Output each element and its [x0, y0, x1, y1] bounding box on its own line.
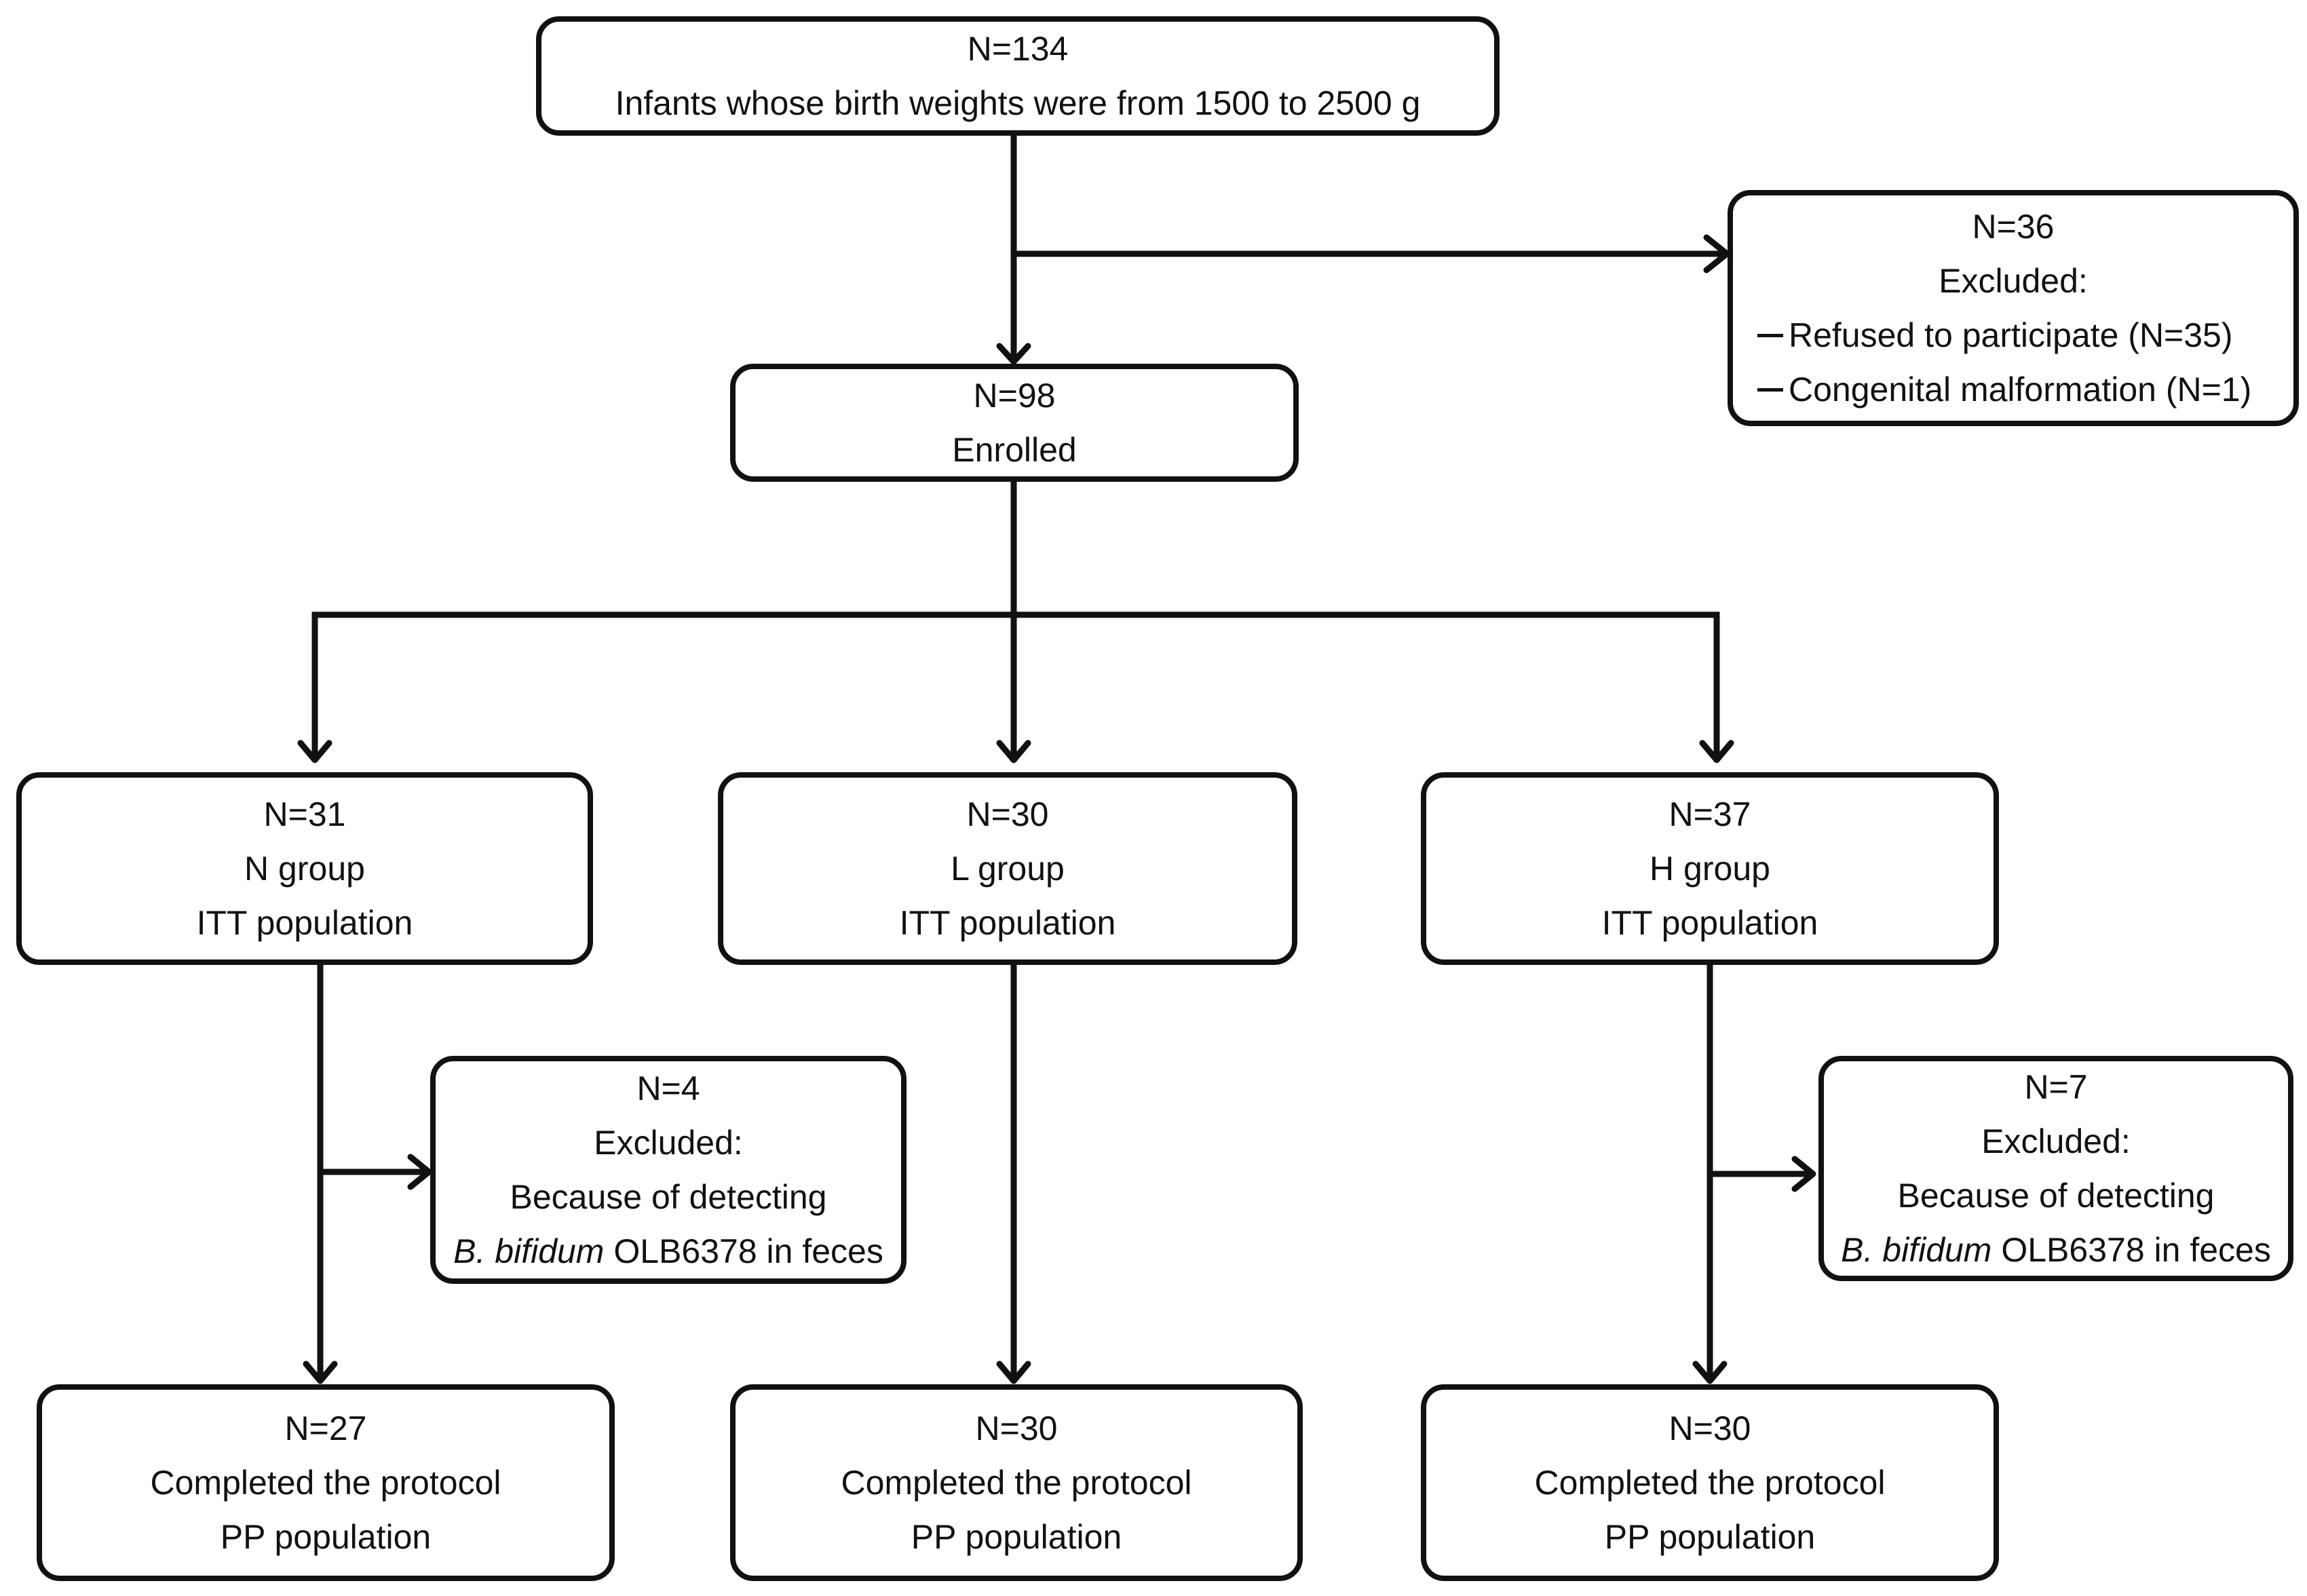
excluded-initial-count: N=36 — [1972, 208, 2055, 246]
excluded-n-title: Excluded: — [594, 1124, 743, 1162]
excluded-h-group-box: N=7 Excluded: Because of detecting B. bi… — [1818, 1056, 2293, 1281]
arrowhead-excluded-initial — [1703, 234, 1730, 273]
exclusion-reason-refused: Refused to participate (N=35) — [1733, 308, 2293, 362]
excluded-initial-box: N=36 Excluded: Refused to participate (N… — [1728, 190, 2299, 426]
h-completed-count: N=30 — [1669, 1409, 1751, 1447]
arrowhead-enrolled — [996, 343, 1031, 365]
l-group-name: L group — [951, 850, 1065, 888]
arrowhead-l-group — [996, 740, 1031, 763]
dash-icon — [1757, 333, 1783, 337]
h-completed-box: N=30 Completed the protocol PP populatio… — [1421, 1384, 1999, 1581]
arrowhead-excluded-h — [1791, 1156, 1816, 1192]
arrowhead-n-group — [297, 740, 332, 763]
exclusion-reason-malformation-text: Congenital malformation (N=1) — [1789, 370, 2252, 408]
h-completed-status: Completed the protocol — [1534, 1464, 1886, 1502]
excluded-n-organism: B. bifidum OLB6378 in feces — [453, 1224, 883, 1278]
h-group-name: H group — [1650, 850, 1770, 888]
arrowhead-l-completed — [996, 1361, 1031, 1384]
h-group-population: ITT population — [1601, 904, 1818, 942]
excluded-initial-title: Excluded: — [1939, 262, 2088, 300]
excluded-h-species: B. bifidum — [1841, 1231, 1992, 1269]
n-completed-count: N=27 — [284, 1409, 367, 1447]
exclusion-reason-refused-text: Refused to participate (N=35) — [1789, 316, 2233, 354]
l-group-box: N=30 L group ITT population — [718, 772, 1297, 965]
exclusion-reason-malformation: Congenital malformation (N=1) — [1733, 362, 2293, 417]
excluded-h-organism: B. bifidum OLB6378 in feces — [1841, 1223, 2271, 1277]
l-group-count: N=30 — [966, 795, 1049, 833]
h-group-box: N=37 H group ITT population — [1421, 772, 1999, 965]
enrolled-count: N=98 — [973, 377, 1056, 415]
dash-icon — [1757, 387, 1783, 392]
enrolled-label: Enrolled — [952, 431, 1077, 469]
l-completed-population: PP population — [911, 1518, 1122, 1556]
l-completed-box: N=30 Completed the protocol PP populatio… — [730, 1384, 1303, 1581]
excluded-h-reason: Because of detecting — [1897, 1177, 2215, 1215]
excluded-h-strain: OLB6378 in feces — [1991, 1231, 2271, 1269]
excluded-n-species: B. bifidum — [453, 1232, 605, 1270]
n-completed-status: Completed the protocol — [150, 1464, 501, 1502]
h-completed-population: PP population — [1604, 1518, 1816, 1556]
n-group-name: N group — [244, 850, 365, 888]
screened-box: N=134 Infants whose birth weights were f… — [536, 16, 1500, 136]
enrolled-box: N=98 Enrolled — [730, 364, 1299, 482]
n-completed-population: PP population — [220, 1518, 432, 1556]
h-group-count: N=37 — [1669, 795, 1751, 833]
excluded-n-strain: OLB6378 in feces — [604, 1232, 883, 1270]
l-group-population: ITT population — [899, 904, 1116, 942]
l-completed-status: Completed the protocol — [841, 1464, 1192, 1502]
excluded-n-count: N=4 — [636, 1069, 700, 1107]
excluded-n-group-box: N=4 Excluded: Because of detecting B. bi… — [430, 1056, 907, 1284]
excluded-h-title: Excluded: — [1981, 1122, 2131, 1160]
arrowhead-h-completed — [1692, 1361, 1728, 1384]
l-completed-count: N=30 — [975, 1409, 1058, 1447]
excluded-h-count: N=7 — [2024, 1068, 2088, 1106]
screened-count: N=134 — [967, 30, 1069, 68]
n-group-population: ITT population — [196, 904, 413, 942]
n-group-count: N=31 — [263, 795, 346, 833]
screened-description: Infants whose birth weights were from 15… — [615, 84, 1421, 122]
arrowhead-excluded-n — [407, 1154, 432, 1190]
arrowhead-h-group — [1699, 740, 1734, 763]
excluded-n-reason: Because of detecting — [510, 1178, 827, 1216]
n-group-box: N=31 N group ITT population — [16, 772, 593, 965]
arrowhead-n-completed — [303, 1361, 338, 1384]
n-completed-box: N=27 Completed the protocol PP populatio… — [37, 1384, 615, 1581]
